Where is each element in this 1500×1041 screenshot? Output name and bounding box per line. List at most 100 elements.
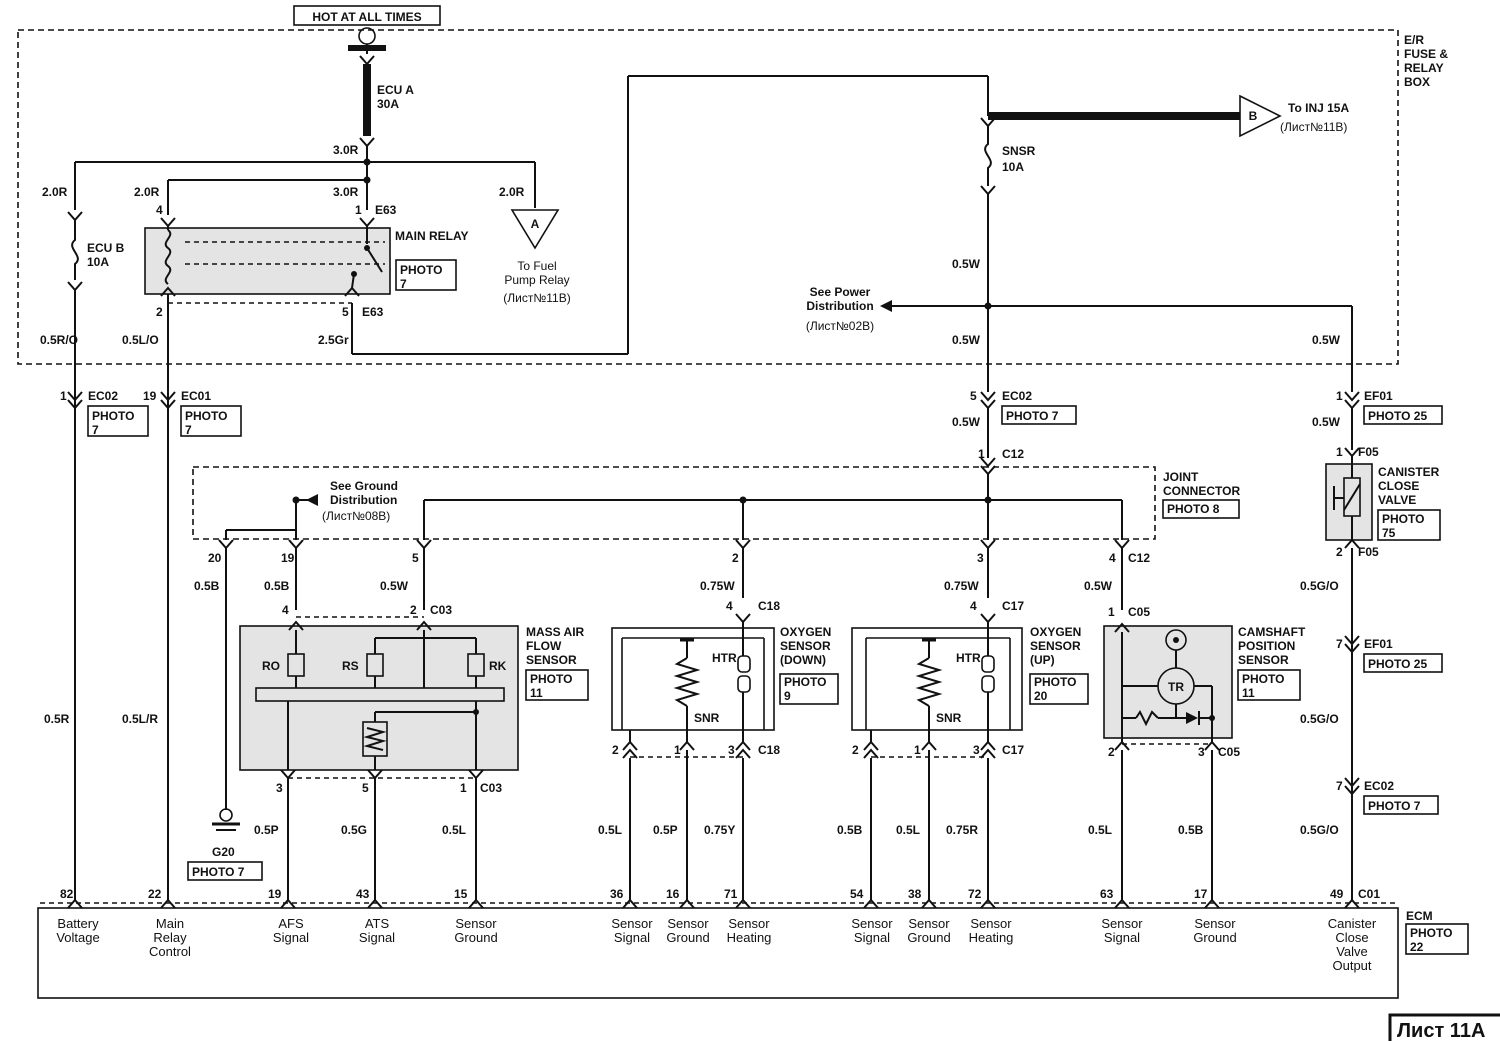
svg-text:C03: C03 [430, 603, 452, 617]
svg-text:0.5L: 0.5L [1088, 823, 1112, 837]
svg-text:5: 5 [342, 305, 349, 319]
svg-text:SNSR: SNSR [1002, 144, 1036, 158]
svg-text:1: 1 [978, 447, 985, 461]
svg-text:36: 36 [610, 887, 624, 901]
svg-text:7: 7 [1336, 637, 1343, 651]
svg-text:5: 5 [362, 781, 369, 795]
connector-ec02-pin7: 7 EC02 PHOTO 7 0.5G/O [1300, 777, 1439, 837]
svg-text:63: 63 [1100, 887, 1114, 901]
svg-text:3: 3 [1198, 745, 1205, 759]
wire-o2up-heating: 0.75R [946, 758, 989, 900]
svg-text:17: 17 [1194, 887, 1208, 901]
wire-cmp-ground: 0.5B [1178, 750, 1213, 900]
svg-text:5: 5 [970, 389, 977, 403]
svg-text:0.5W: 0.5W [952, 415, 981, 429]
svg-text:3: 3 [973, 743, 980, 757]
joint-pin-5: 5 0.5W [380, 539, 432, 610]
wire-o2up-signal: 0.5B [837, 758, 872, 900]
svg-text:PHOTO 8: PHOTO 8 [1167, 502, 1220, 516]
svg-text:RK: RK [489, 659, 507, 673]
svg-text:30A: 30A [377, 97, 399, 111]
ecu-b-fuse: ECU B 10A [67, 211, 125, 292]
svg-text:TR: TR [1168, 680, 1184, 694]
svg-text:4: 4 [1109, 551, 1116, 565]
svg-text:C18: C18 [758, 743, 780, 757]
svg-text:54: 54 [850, 887, 864, 901]
svg-text:0.75W: 0.75W [944, 579, 979, 593]
svg-text:0.5W: 0.5W [1084, 579, 1113, 593]
battery-terminal [348, 27, 386, 54]
svg-text:49: 49 [1330, 887, 1344, 901]
svg-text:ECU B: ECU B [87, 241, 125, 255]
svg-text:HTR: HTR [712, 651, 737, 665]
svg-text:0.5G/O: 0.5G/O [1300, 823, 1339, 837]
ground-g20: G20 PHOTO 7 [187, 808, 263, 881]
svg-text:A: A [531, 217, 540, 231]
connector-ef01-pin7: 7 EF01 PHOTO 25 0.5G/O [1300, 635, 1443, 726]
wire-ats: 0.5G [341, 778, 376, 900]
svg-text:0.5R: 0.5R [44, 712, 70, 726]
svg-text:F05: F05 [1358, 445, 1379, 459]
svg-text:C05: C05 [1218, 745, 1240, 759]
svg-text:0.5W: 0.5W [952, 257, 981, 271]
svg-text:0.5W: 0.5W [1312, 415, 1341, 429]
svg-text:EC02: EC02 [1002, 389, 1032, 403]
svg-text:71: 71 [724, 887, 738, 901]
svg-text:1: 1 [460, 781, 467, 795]
svg-text:19: 19 [281, 551, 295, 565]
svg-text:EC02: EC02 [1364, 779, 1394, 793]
svg-text:3.0R: 3.0R [333, 185, 359, 199]
svg-text:0.75R: 0.75R [946, 823, 978, 837]
svg-text:0.5B: 0.5B [264, 579, 290, 593]
svg-text:0.5W: 0.5W [952, 333, 981, 347]
svg-text:22: 22 [148, 887, 162, 901]
svg-text:EC01: EC01 [181, 389, 211, 403]
svg-text:1: 1 [1336, 389, 1343, 403]
svg-text:0.5B: 0.5B [1178, 823, 1204, 837]
wire-maf-ground: 0.5L [442, 778, 477, 900]
svg-text:3.0R: 3.0R [333, 143, 359, 157]
svg-text:2: 2 [1108, 745, 1115, 759]
svg-text:(Лист№08B): (Лист№08B) [322, 509, 390, 523]
svg-text:2: 2 [612, 743, 619, 757]
svg-text:HTR: HTR [956, 651, 981, 665]
svg-text:38: 38 [908, 887, 922, 901]
wire-afs: 0.5P [254, 778, 289, 900]
svg-text:2: 2 [1336, 545, 1343, 559]
svg-text:3: 3 [276, 781, 283, 795]
svg-text:1: 1 [1108, 605, 1115, 619]
svg-text:4: 4 [726, 599, 733, 613]
wire-o2up-ground: 0.5L [896, 750, 930, 900]
joint-pin-19: 19 0.5B [264, 539, 304, 610]
svg-text:PHOTO 7: PHOTO 7 [1368, 799, 1421, 813]
svg-text:(Лист№11B): (Лист№11B) [1280, 120, 1347, 134]
svg-text:C01: C01 [1358, 887, 1380, 901]
svg-text:20: 20 [208, 551, 222, 565]
ecu-b-wire: 0.5R/O 0.5R [40, 290, 78, 900]
svg-text:0.5W: 0.5W [380, 579, 409, 593]
